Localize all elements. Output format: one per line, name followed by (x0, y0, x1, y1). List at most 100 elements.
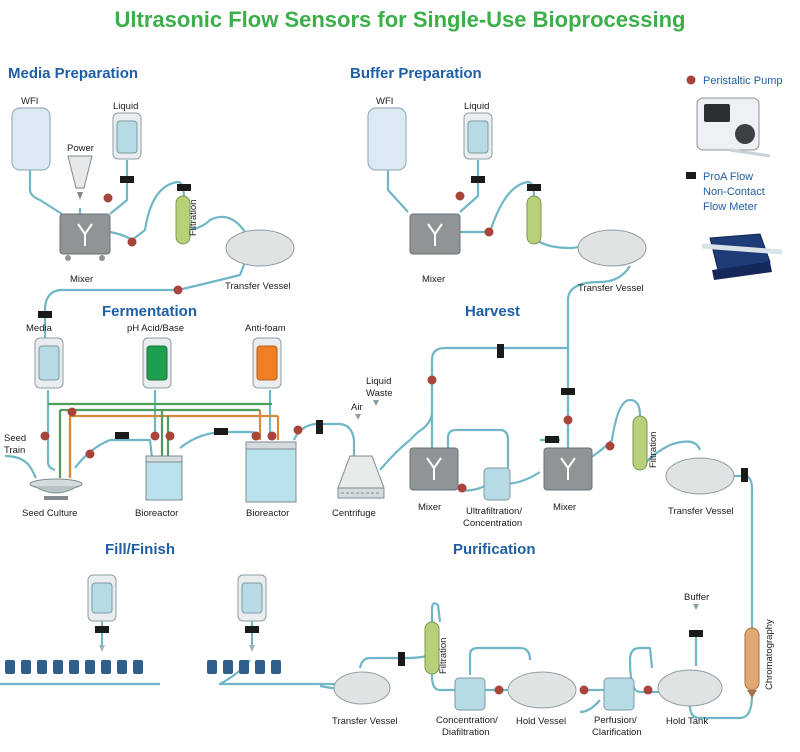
label-buffer: Buffer (684, 592, 709, 603)
label-uf-1: Ultrafiltration/ (466, 506, 522, 517)
hold-vessel (507, 671, 577, 709)
centrifuge-body (337, 455, 385, 489)
seed-culture-base (44, 496, 68, 500)
pump-device-image (696, 97, 771, 158)
pump-icon (67, 407, 77, 417)
label-wfi-buffer: WFI (376, 96, 393, 107)
fill-bag-2-window (241, 582, 263, 614)
vial-6 (85, 660, 95, 674)
tube-vessel-harvest (566, 265, 631, 345)
legend-meter-label-3: Flow Meter (703, 201, 758, 213)
transfer-vessel-harvest (665, 457, 735, 495)
label-filtration-harvest: Filtration (648, 432, 659, 468)
filter-buffer (526, 195, 542, 245)
pump-icon (165, 431, 175, 441)
liquid-bag-media-window (116, 120, 138, 154)
label-media: Media (26, 323, 53, 334)
label-ph-acid-base: pH Acid/Base (127, 323, 184, 334)
tube-seed-train (4, 454, 37, 479)
peristaltic-pumps (40, 191, 653, 695)
pump-icon (484, 227, 494, 237)
pump-icon (173, 285, 183, 295)
tube-media-seed (46, 390, 56, 472)
flow-meter-icon (115, 432, 129, 439)
tube-seed-bioreactor (74, 438, 154, 469)
flow-meter-icon (38, 311, 52, 318)
page-title: Ultrasonic Flow Sensors for Single-Use B… (115, 7, 686, 32)
wfi-bag-buffer (367, 107, 407, 171)
vial-9 (133, 660, 143, 674)
ph-bag-window (146, 345, 168, 381)
pump-device-screen (704, 104, 730, 122)
label-filtration-purification: Filtration (438, 638, 449, 674)
power-hopper-tip (77, 192, 83, 200)
pump-icon (605, 441, 615, 451)
pump-icon (127, 237, 137, 247)
label-bioreactor-1: Bioreactor (135, 508, 178, 519)
label-conc-2: Diafiltration (442, 727, 490, 738)
transfer-vessel-buffer (577, 229, 647, 267)
label-seed-train-1: Seed (4, 433, 26, 444)
vial-1 (5, 660, 15, 674)
fill-needle-icon-2 (249, 645, 255, 652)
pump-icon (267, 431, 277, 441)
label-liquid-media: Liquid (113, 101, 138, 112)
tube-chrom-holdtank (688, 694, 754, 720)
label-liquid-waste-1: Liquid (366, 376, 391, 387)
tube-centrifuge-mixer (379, 346, 568, 471)
section-media-preparation: Media Preparation (8, 65, 138, 82)
vial-14 (271, 660, 281, 674)
section-harvest: Harvest (465, 303, 520, 320)
label-filtration-media: Filtration (188, 200, 199, 236)
section-fermentation: Fermentation (102, 303, 197, 320)
legend-meter-icon (686, 172, 696, 179)
flow-meter-icon (689, 630, 703, 637)
label-chromatography: Chromatography (764, 619, 775, 690)
power-hopper (67, 155, 93, 189)
flow-meter-icon (316, 420, 323, 434)
tube-buffer-wfi-mixer (386, 168, 409, 213)
tube-liquid-mixer (109, 160, 129, 215)
tube-mixer2-filter (589, 398, 642, 459)
bioreactor-1-lid (145, 455, 183, 463)
section-buffer-preparation: Buffer Preparation (350, 65, 482, 82)
pump-icon (579, 685, 589, 695)
pump-icon (457, 483, 467, 493)
tube-vessel-media (43, 261, 247, 338)
label-hold-vessel: Hold Vessel (516, 716, 566, 727)
flow-meter-device-tube (701, 243, 783, 255)
pump-icon (293, 425, 303, 435)
vials-group-1 (5, 660, 143, 674)
fill-needle-icon-1 (99, 645, 105, 652)
label-hold-tank: Hold Tank (666, 716, 708, 727)
flow-meter-icon (497, 344, 504, 358)
mixer-media-wheel-left (65, 255, 71, 261)
wfi-bag-media (11, 107, 51, 171)
tube-mixer-uf (446, 428, 510, 468)
label-wfi-media: WFI (21, 96, 38, 107)
waste-arrow-icon (373, 400, 379, 406)
bioreactor-1 (145, 455, 183, 501)
pump-icon (563, 415, 573, 425)
flow-meter-icon (214, 428, 228, 435)
pump-device-head (735, 124, 755, 144)
label-mixer-buffer: Mixer (422, 274, 445, 285)
label-transfer-vessel-buffer: Transfer Vessel (578, 283, 644, 294)
pump-icon (40, 431, 50, 441)
perfusion-cartridge (603, 677, 635, 711)
label-transfer-vessel-media: Transfer Vessel (225, 281, 291, 292)
vial-3 (37, 660, 47, 674)
label-anti-foam: Anti-foam (245, 323, 286, 334)
flow-meter-icon (561, 388, 575, 395)
chromatography-outlet-icon (747, 690, 757, 698)
pump-icon (455, 191, 465, 201)
label-conc-1: Concentration/ (436, 715, 498, 726)
flow-meter-icon (545, 436, 559, 443)
feed-lines (48, 402, 280, 478)
label-mixer-media: Mixer (70, 274, 93, 285)
flow-meter-icon (177, 184, 191, 191)
hold-tank (657, 669, 723, 707)
flow-meter-icon (120, 176, 134, 183)
pump-icon (85, 449, 95, 459)
tube-mixer-filtration (109, 180, 186, 242)
